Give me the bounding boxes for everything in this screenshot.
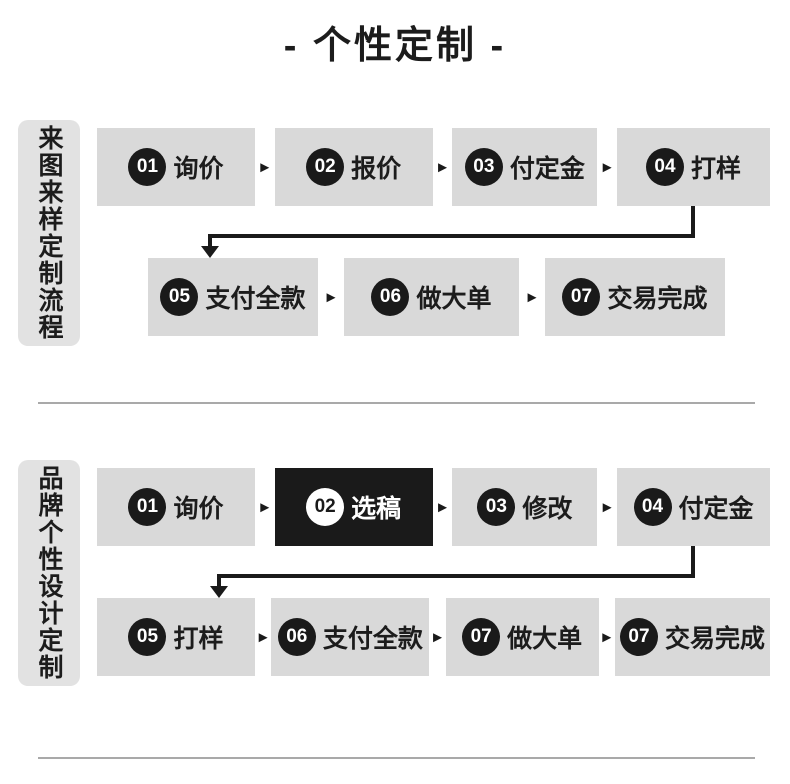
section-label-sample-process: 来图来样定制流程 xyxy=(18,120,80,346)
step-number-badge: 01 xyxy=(128,488,167,526)
step-label: 报价 xyxy=(351,155,402,183)
arrow-right-icon: ► xyxy=(524,288,540,306)
arrow-right-icon: ► xyxy=(430,628,445,646)
step-number-badge: 06 xyxy=(277,618,316,656)
section-divider xyxy=(38,402,755,404)
step-number-badge: 01 xyxy=(128,148,167,186)
step-label: 询价 xyxy=(173,155,224,183)
flow-row: 05 支付全款 ► 06 做大单 ► 07 交易完成 xyxy=(148,258,725,336)
step-number-badge: 05 xyxy=(160,278,199,316)
step-label: 打样 xyxy=(691,155,742,183)
step-label: 付定金 xyxy=(509,155,585,183)
connector-elbow-arrow xyxy=(210,546,695,598)
arrow-right-icon: ► xyxy=(435,158,450,176)
page-title: - 个性定制 - xyxy=(283,25,507,67)
arrow-right-icon: ► xyxy=(257,158,273,176)
arrow-right-icon: ► xyxy=(257,498,273,516)
step-number-badge: 03 xyxy=(477,488,516,526)
step-label: 修改 xyxy=(522,495,573,523)
step-box-deal-complete: 07 交易完成 xyxy=(545,258,725,336)
step-number-badge: 05 xyxy=(128,618,167,656)
arrow-right-icon: ► xyxy=(599,498,615,516)
step-number-badge: 07 xyxy=(619,618,658,656)
connector-elbow-arrow xyxy=(201,206,695,258)
step-label: 付定金 xyxy=(678,495,754,523)
step-box-deposit: 04 付定金 xyxy=(617,468,771,546)
step-label: 支付全款 xyxy=(205,285,306,313)
step-box-sampling: 04 打样 xyxy=(617,128,771,206)
step-number-badge: 07 xyxy=(462,618,501,656)
section-label-brand-design: 品牌个性设计定制 xyxy=(18,460,80,686)
arrow-right-icon: ► xyxy=(435,498,450,516)
step-number-badge: 07 xyxy=(562,278,601,316)
step-box-deposit: 03 付定金 xyxy=(452,128,598,206)
arrow-right-icon: ► xyxy=(599,628,615,646)
step-box-quote: 02 报价 xyxy=(274,128,433,206)
step-box-bulk-order: 07 做大单 xyxy=(445,598,599,676)
step-box-full-payment: 06 支付全款 xyxy=(271,598,430,676)
arrow-right-icon: ► xyxy=(599,158,615,176)
step-label: 询价 xyxy=(173,495,224,523)
arrow-right-icon: ► xyxy=(255,628,271,646)
step-box-deal-complete: 07 交易完成 xyxy=(614,598,770,676)
step-box-inquiry: 01 询价 xyxy=(97,128,255,206)
step-box-draft-selection-highlighted: 02 选稿 xyxy=(274,468,433,546)
step-box-full-payment: 05 支付全款 xyxy=(148,258,318,336)
flow-row: 05 打样 ► 06 支付全款 ► 07 做大单 ► 07 交易完成 xyxy=(97,598,770,676)
step-label: 支付全款 xyxy=(322,625,423,653)
step-number-badge: 06 xyxy=(371,278,410,316)
flow-row: 01 询价 ► 02 报价 ► 03 付定金 ► 04 打样 xyxy=(97,128,771,206)
step-label: 交易完成 xyxy=(607,285,708,313)
step-label: 交易完成 xyxy=(664,625,765,653)
step-label: 做大单 xyxy=(507,625,583,653)
step-number-badge: 03 xyxy=(464,148,503,186)
step-label: 选稿 xyxy=(351,495,402,523)
step-label: 做大单 xyxy=(416,285,492,313)
flow-row: 01 询价 ► 02 选稿 ► 03 修改 ► 04 付定金 xyxy=(97,468,771,546)
step-number-badge: 02 xyxy=(306,488,345,526)
step-box-sampling: 05 打样 xyxy=(97,598,255,676)
step-number-badge: 04 xyxy=(633,488,672,526)
bottom-divider xyxy=(38,757,755,759)
step-box-inquiry: 01 询价 xyxy=(97,468,255,546)
step-box-bulk-order: 06 做大单 xyxy=(344,258,519,336)
step-box-revision: 03 修改 xyxy=(452,468,598,546)
arrow-right-icon: ► xyxy=(323,288,339,306)
step-number-badge: 02 xyxy=(306,148,345,186)
step-label: 打样 xyxy=(173,625,224,653)
step-number-badge: 04 xyxy=(646,148,684,186)
